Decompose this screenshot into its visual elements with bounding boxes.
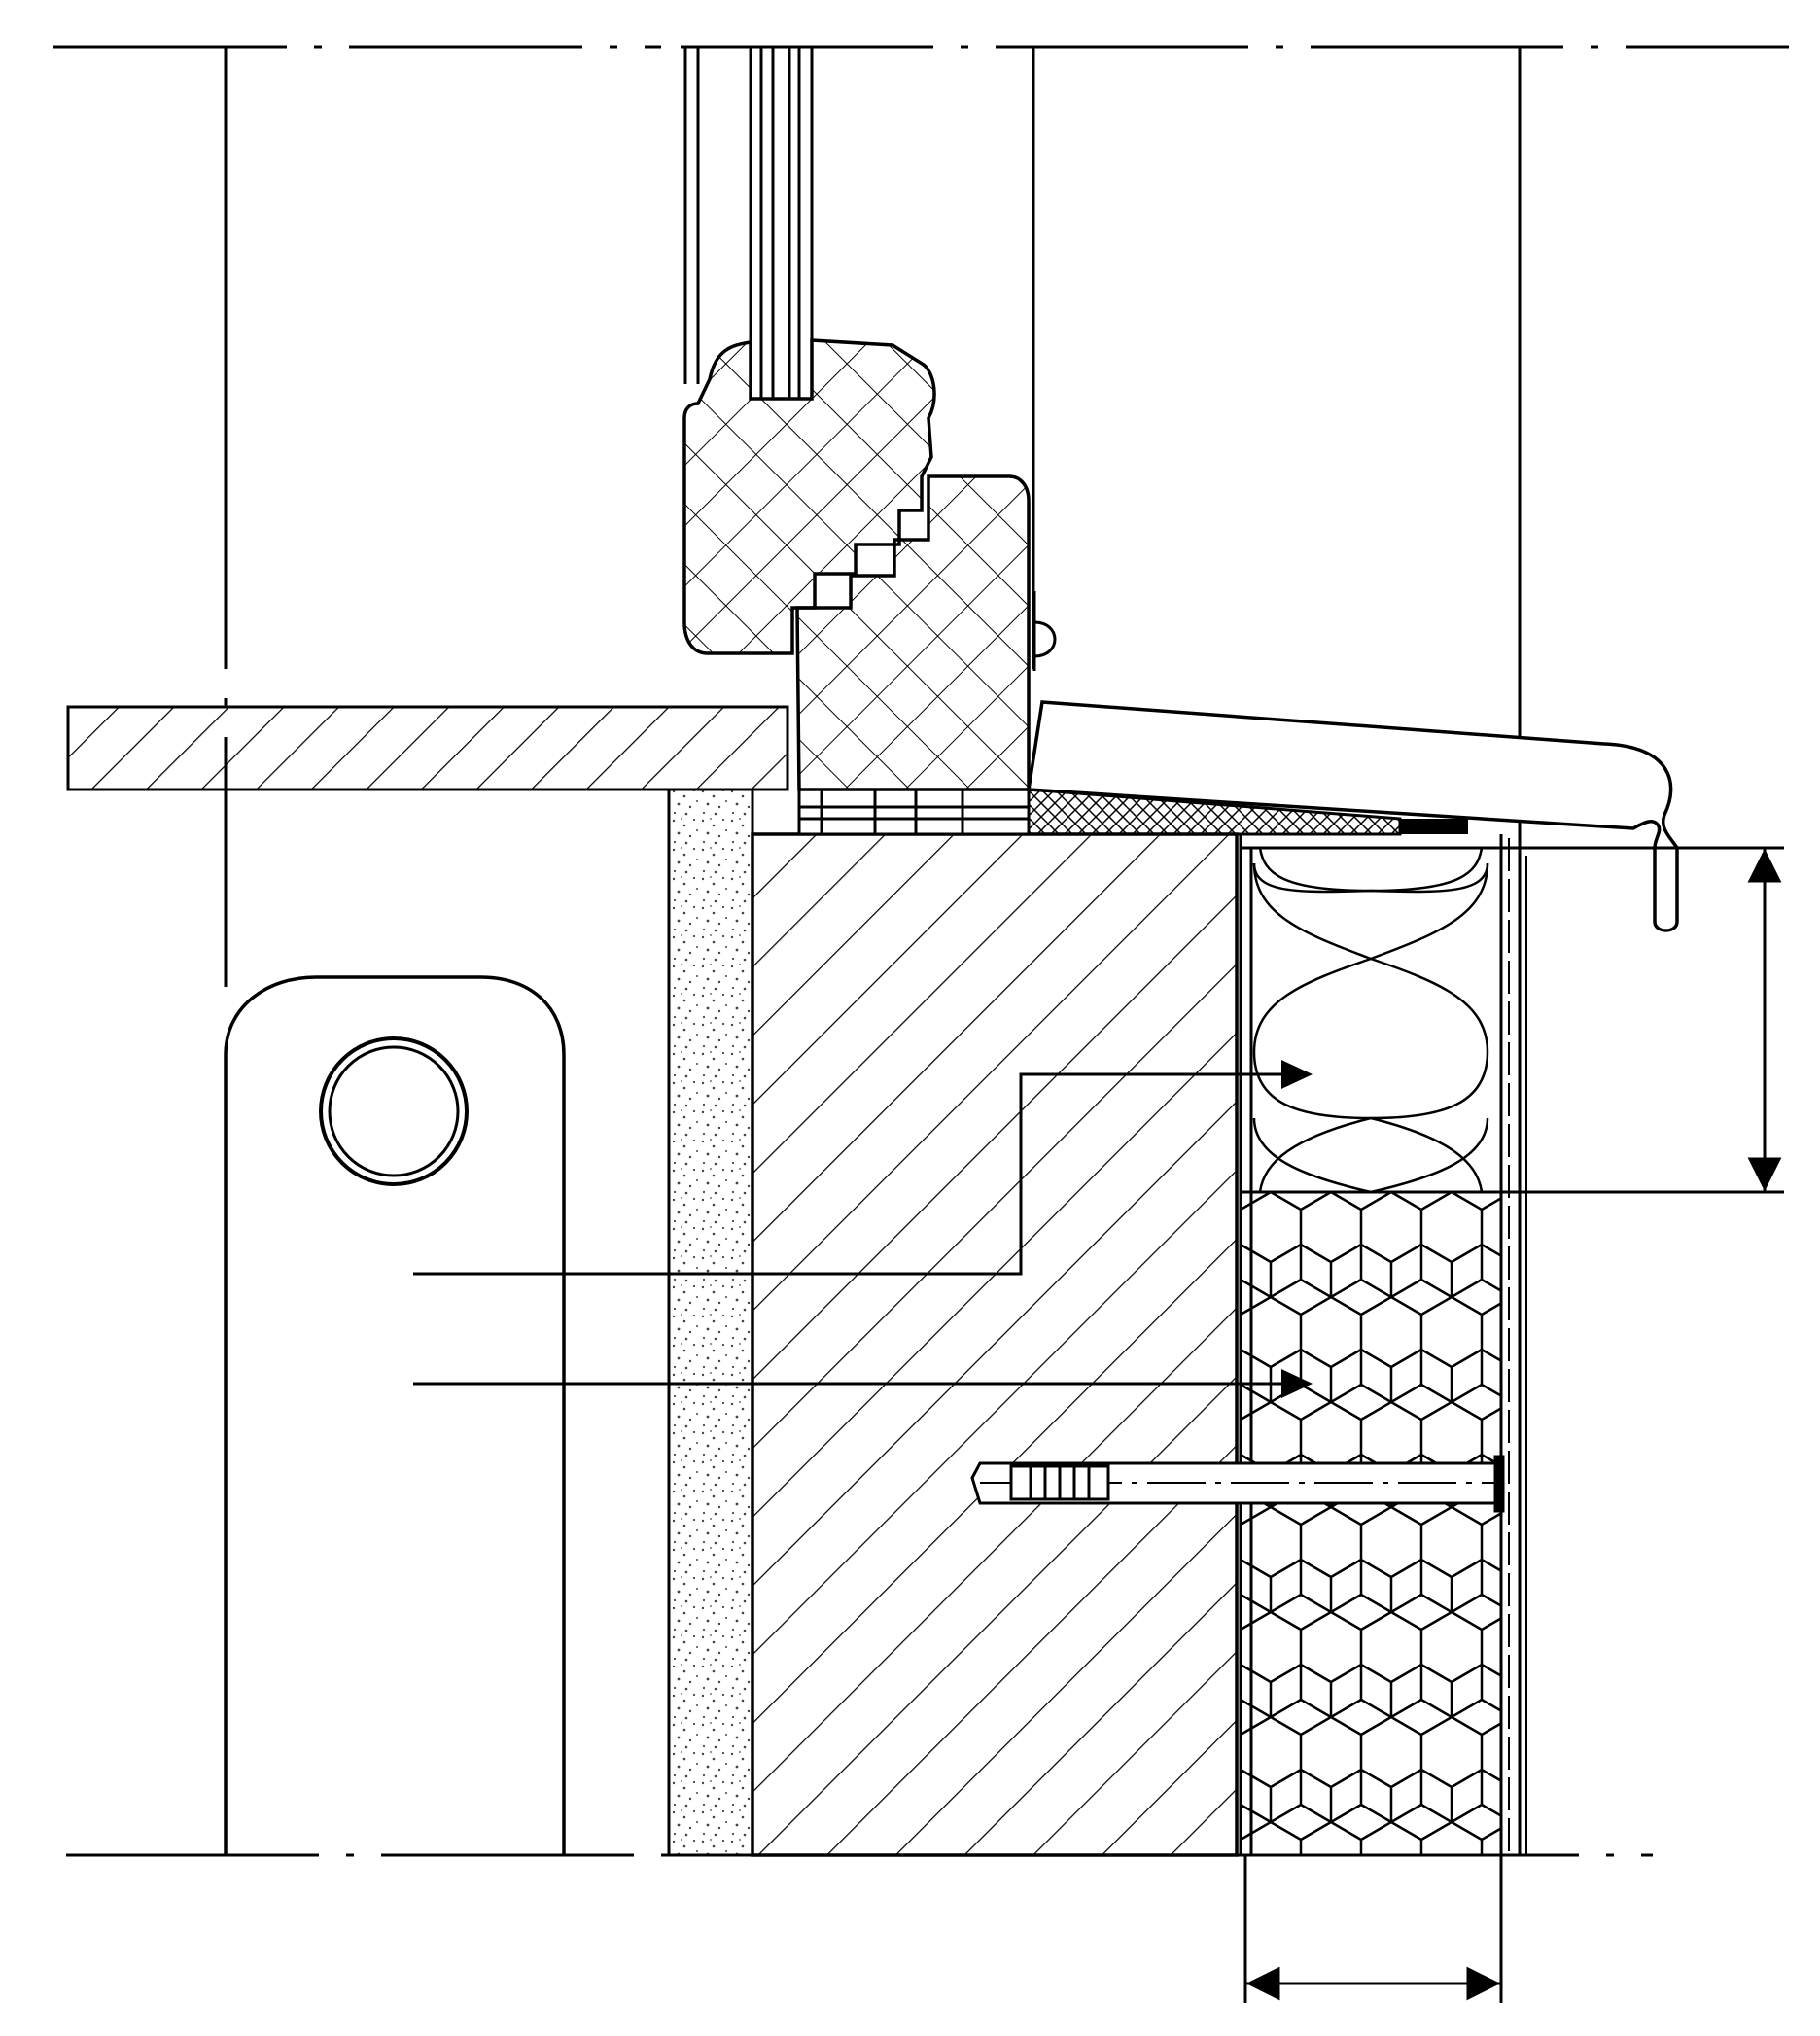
radiator-pipe — [319, 1036, 469, 1186]
window-sash — [682, 338, 936, 655]
sill-sealing — [1027, 788, 1468, 836]
leader-arrowheads — [1281, 1060, 1312, 1398]
radiator — [224, 975, 566, 1855]
insulation-anchor — [970, 1455, 1505, 1513]
glazing — [683, 47, 814, 399]
exterior-render — [1499, 834, 1527, 1855]
frame-packing — [797, 788, 1031, 836]
mineral-wool-insulation — [1239, 846, 1503, 1194]
exterior-window-sill-flashing — [1026, 700, 1679, 932]
horizontal-dimension-insulation-thickness — [1243, 1855, 1503, 2003]
render-layer — [667, 788, 754, 1857]
leader-lines — [413, 1072, 1288, 1386]
window-frame — [795, 474, 1057, 791]
vertical-dimension-mineral-wool-band — [1502, 846, 1784, 1194]
interior-window-sill — [66, 705, 789, 791]
eps-insulation — [1239, 1190, 1503, 1857]
insulation-boundary — [1239, 834, 1501, 1855]
masonry-wall — [751, 832, 1239, 1857]
